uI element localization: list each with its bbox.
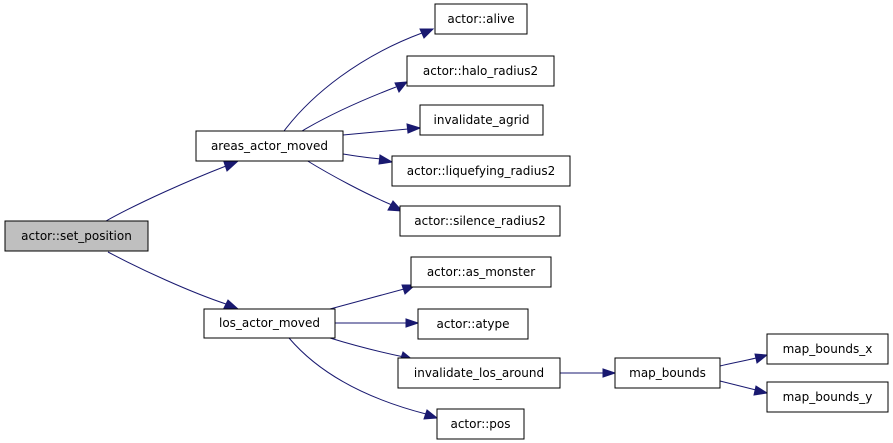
edge-areas-actor-moved-to-halo-radius2 xyxy=(301,81,409,132)
node-actor-set-position[interactable]: actor::set_position xyxy=(4,220,149,252)
edge-los-actor-moved-to-atype xyxy=(335,318,420,328)
node-label: actor::pos xyxy=(450,417,510,431)
node-invalidate-agrid[interactable]: invalidate_agrid xyxy=(419,104,544,136)
node-map-bounds-y[interactable]: map_bounds_y xyxy=(766,381,889,413)
node-label: invalidate_los_around xyxy=(414,366,544,380)
node-map-bounds[interactable]: map_bounds xyxy=(614,357,721,389)
node-label: actor::as_monster xyxy=(427,265,535,279)
node-invalidate-los-around[interactable]: invalidate_los_around xyxy=(397,357,561,389)
edge-areas-actor-moved-to-invalidate-agrid xyxy=(342,123,422,136)
edge-areas-actor-moved-to-silence-radius2 xyxy=(305,159,404,212)
node-actor-pos[interactable]: actor::pos xyxy=(436,408,525,440)
node-actor-halo-radius2[interactable]: actor::halo_radius2 xyxy=(406,55,555,87)
node-label: actor::set_position xyxy=(21,229,132,243)
node-actor-as-monster[interactable]: actor::as_monster xyxy=(410,256,552,288)
node-actor-silence-radius2[interactable]: actor::silence_radius2 xyxy=(399,205,561,237)
edge-los-actor-moved-to-as-monster xyxy=(329,284,417,310)
node-label: actor::halo_radius2 xyxy=(423,64,538,78)
node-label: map_bounds_x xyxy=(783,342,873,356)
node-map-bounds-x[interactable]: map_bounds_x xyxy=(766,333,889,365)
node-label: map_bounds_y xyxy=(783,390,873,404)
node-label: map_bounds xyxy=(629,366,706,380)
edge-map-bounds-to-map-bounds-x xyxy=(719,353,769,367)
node-actor-alive[interactable]: actor::alive xyxy=(434,3,528,35)
node-label: actor::silence_radius2 xyxy=(414,214,545,228)
edge-map-bounds-to-map-bounds-y xyxy=(719,380,769,396)
node-actor-liquefying-radius2[interactable]: actor::liquefying_radius2 xyxy=(391,155,571,187)
node-label: actor::atype xyxy=(437,317,510,331)
node-los-actor-moved[interactable]: los_actor_moved xyxy=(203,308,336,339)
edge-los-actor-moved-to-pos xyxy=(288,337,439,420)
node-areas-actor-moved[interactable]: areas_actor_moved xyxy=(195,130,344,162)
node-label: areas_actor_moved xyxy=(211,139,328,153)
node-label: actor::alive xyxy=(447,12,514,26)
edge-set-position-to-los-actor-moved xyxy=(107,251,240,310)
edge-areas-actor-moved-to-alive xyxy=(283,28,435,132)
node-label: invalidate_agrid xyxy=(434,113,530,127)
node-label: actor::liquefying_radius2 xyxy=(407,164,555,178)
edge-invalidate-los-around-to-map-bounds xyxy=(560,368,617,378)
edge-set-position-to-areas-actor-moved xyxy=(105,160,240,222)
node-label: los_actor_moved xyxy=(219,316,320,330)
edge-areas-actor-moved-to-liquefying-radius2 xyxy=(342,153,394,165)
node-actor-atype[interactable]: actor::atype xyxy=(417,308,529,340)
